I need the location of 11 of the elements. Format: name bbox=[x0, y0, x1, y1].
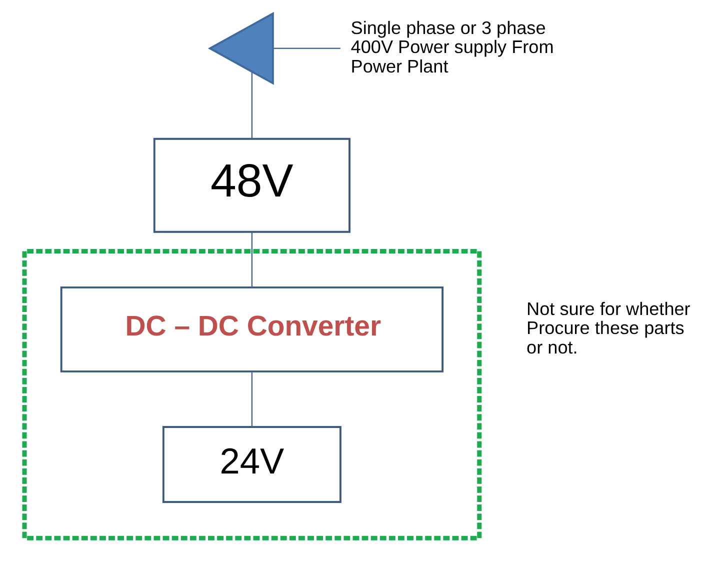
connector bbox=[273, 48, 340, 50]
node-box: DC – DC Converter bbox=[60, 286, 444, 372]
node-triangle bbox=[208, 12, 274, 85]
connector bbox=[251, 372, 253, 427]
node-box: 24V bbox=[162, 426, 342, 503]
connector bbox=[251, 72, 253, 138]
node-text: Single phase or 3 phase 400V Power supply From Power Plant bbox=[350, 18, 554, 77]
cluster bbox=[22, 249, 482, 540]
node-box: 48V bbox=[153, 138, 350, 233]
node-label: Not sure for whether Procure these parts or not. bbox=[526, 298, 690, 358]
connector bbox=[251, 232, 253, 287]
